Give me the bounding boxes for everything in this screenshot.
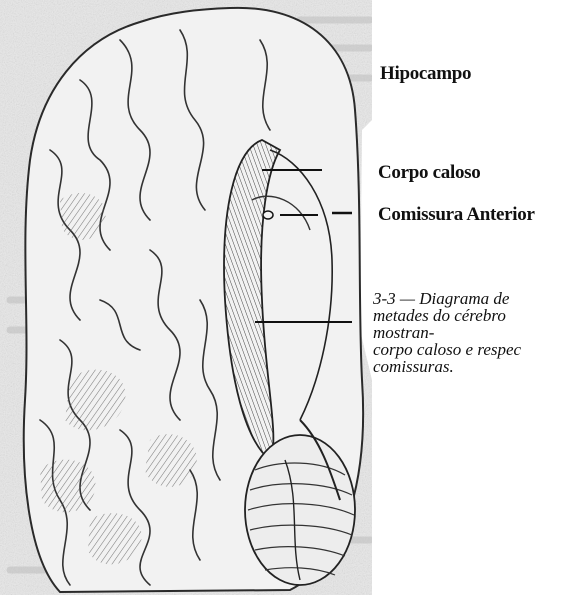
caption-line: 3-3 — Diagrama de (373, 290, 587, 307)
caption-line: corpo caloso e respec (373, 341, 587, 358)
caption-line: metades do cérebro (373, 307, 587, 324)
label-comissura-anterior: Comissura Anterior (378, 204, 535, 226)
figure-caption: 3-3 — Diagrama de metades do cérebro mos… (373, 290, 587, 375)
cerebellum (245, 435, 355, 585)
caption-line: mostran- (373, 324, 587, 341)
label-corpo-caloso: Corpo caloso (378, 162, 480, 184)
anterior-commissure-node (263, 211, 273, 219)
caption-line: comissuras. (373, 358, 587, 375)
label-hipocampo: Hipocampo (380, 63, 471, 85)
